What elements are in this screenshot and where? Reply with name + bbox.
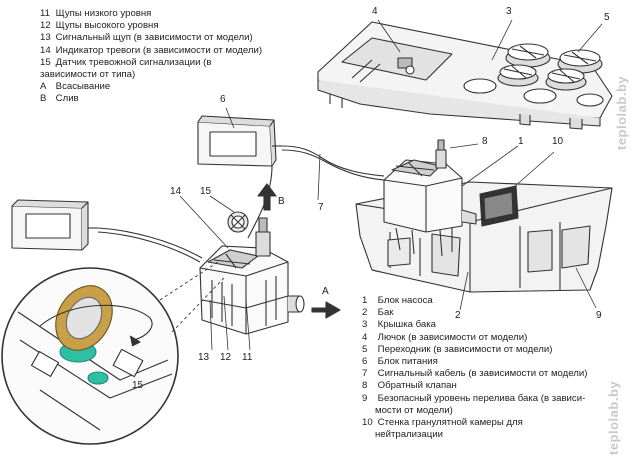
- callout-15-detail: 15: [132, 380, 144, 391]
- signal-cable-lower: [97, 227, 203, 259]
- callout-2: 2: [455, 310, 461, 321]
- legend-item: 6 Блок питания: [362, 356, 438, 368]
- power-unit-upper: [197, 115, 282, 167]
- callout-15: 15: [200, 186, 212, 197]
- leader-lines: [179, 19, 603, 351]
- pump-unit-in-tank: [383, 139, 477, 257]
- projection-lines: [159, 261, 225, 333]
- legend-item: 14 Индикатор тревоги (в зависимости от м…: [40, 44, 263, 56]
- callout-3: 3: [506, 6, 512, 17]
- callout-9: 9: [596, 310, 602, 321]
- legend-item-continuation: зависимости от типа): [40, 69, 136, 81]
- callout-1: 1: [518, 136, 524, 147]
- legend-item: 15 Датчик тревожной сигнализации (в: [40, 56, 212, 68]
- signal-cable-upper: [281, 145, 385, 177]
- legend-top: 11 Щупы низкого уровня 12 Щупы высокого …: [40, 8, 262, 106]
- adapters: [463, 43, 604, 107]
- inlet-arrow: [311, 301, 341, 319]
- legend-item: 8 Обратный клапан: [362, 380, 457, 392]
- legend-item: 3 Крышка бака: [362, 319, 436, 331]
- callout-13: 13: [198, 352, 210, 363]
- legend-bottom: 1 Блок насоса 2 Бак 3 Крышка бака 4 Лючо…: [362, 295, 587, 441]
- callout-12: 12: [220, 352, 232, 363]
- legend-item: 2 Бак: [362, 307, 394, 319]
- hatch: [341, 37, 453, 83]
- legend-item: 10 Стенка гранулятной камеры для: [362, 417, 523, 429]
- legend-item: 11 Щупы низкого уровня: [40, 8, 152, 19]
- callout-10: 10: [552, 136, 564, 147]
- callout-8: 8: [482, 136, 488, 147]
- power-cable: [247, 165, 273, 239]
- legend-item: 5 Переходник (в зависимости от модели): [362, 343, 553, 355]
- legend-item: 1 Блок насоса: [362, 295, 433, 306]
- legend-item: B Слив: [40, 93, 79, 105]
- pump-standalone: [199, 217, 305, 335]
- callout-11: 11: [242, 352, 253, 363]
- legend-item-continuation: нейтрализации: [375, 429, 443, 441]
- watermark: teplolab.by: [606, 380, 621, 455]
- callout-b: B: [278, 196, 285, 207]
- callout-a: A: [322, 286, 329, 297]
- legend-item: 12 Щупы высокого уровня: [40, 20, 159, 32]
- alarm-float: [227, 211, 249, 233]
- legend-item: 7 Сигнальный кабель (в зависимости от мо…: [362, 368, 588, 380]
- legend-item: 13 Сигнальный щуп (в зависимости от моде…: [40, 32, 253, 44]
- detail-circle: [1, 267, 179, 445]
- legend-item-continuation: мости от модели): [375, 404, 453, 416]
- outlet-arrow: [257, 183, 277, 211]
- callout-7: 7: [318, 202, 324, 213]
- callout-5: 5: [604, 12, 610, 23]
- callout-6: 6: [220, 94, 226, 105]
- legend-item: A Всасывание: [40, 81, 111, 93]
- granulate-chamber-wall: [479, 185, 519, 227]
- callout-14: 14: [170, 186, 182, 197]
- watermark: teplolab.by: [614, 75, 629, 150]
- power-unit-lower: [11, 199, 98, 251]
- callout-4: 4: [372, 6, 378, 17]
- legend-item: 9 Безопасный уровень перелива бака (в за…: [362, 392, 586, 404]
- legend-item: 4 Лючок (в зависимости от модели): [362, 331, 528, 343]
